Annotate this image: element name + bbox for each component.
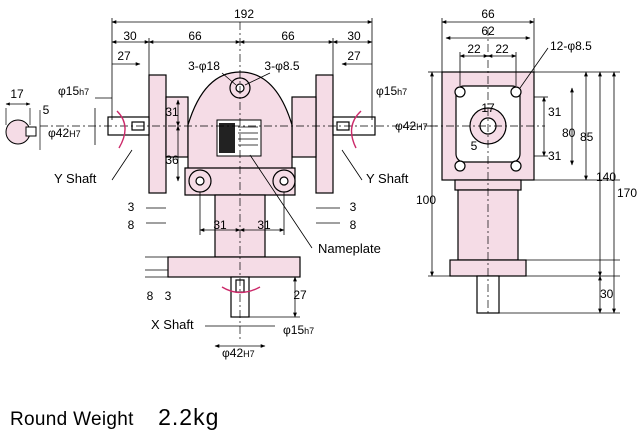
side-dim-22a: 22 <box>467 42 481 56</box>
side-dim-62: 62 <box>481 24 495 38</box>
dim-left-3: 3 <box>128 200 135 214</box>
dim-center-31: 31 <box>165 105 179 119</box>
left-shaft-dia: φ15h7 <box>58 84 89 98</box>
bottom-rotation-arrow <box>221 286 261 294</box>
dim-left-30: 30 <box>123 29 137 43</box>
dim-right-8: 8 <box>350 218 357 232</box>
nameplate-plate <box>216 119 262 157</box>
left-flange <box>148 74 167 194</box>
dim-left-8: 8 <box>128 218 135 232</box>
side-hole-1 <box>454 86 466 98</box>
front-dim-lines <box>94 18 373 348</box>
side-dim-5: 5 <box>471 139 478 153</box>
weight-label: Round Weight <box>10 409 134 430</box>
side-dim-85: 85 <box>580 130 594 144</box>
dim-left-27: 27 <box>117 49 131 63</box>
rotation-arrows <box>116 110 362 294</box>
right-shaft-dia: φ15h7 <box>376 84 407 98</box>
left-bore-dia: φ42H7 <box>48 126 81 140</box>
right-boss <box>291 96 317 158</box>
dim-right-3: 3 <box>350 200 357 214</box>
dim-right-27: 27 <box>347 49 361 63</box>
dim-flange-8: 8 <box>147 289 154 303</box>
side-dim-66: 66 <box>481 7 495 21</box>
side-dim-80: 80 <box>562 126 576 140</box>
front-centerlines <box>40 22 440 340</box>
dim-overall-width: 192 <box>234 7 254 21</box>
dim-lug-31-left: 31 <box>213 218 227 232</box>
dim-lug-31-right: 31 <box>257 218 271 232</box>
right-flange <box>315 74 334 194</box>
x-shaft-label: X Shaft <box>151 317 194 332</box>
side-hole-4 <box>510 160 522 172</box>
bottom-flange <box>167 256 301 278</box>
left-y-shaft-label: Y Shaft <box>54 171 97 186</box>
dim-shaft-5: 5 <box>43 103 50 117</box>
side-dim-30: 30 <box>600 287 614 301</box>
right-bore-dia: φ42H7 <box>395 119 428 133</box>
lug-left-hole <box>195 176 205 186</box>
lug-right-hole <box>279 176 289 186</box>
dim-holes-18: 3-φ18 <box>188 59 220 73</box>
right-rotation-arrow <box>350 110 362 149</box>
side-hole-3 <box>454 160 466 172</box>
dim-center-36: 36 <box>165 153 179 167</box>
front-labels: 192 30 66 66 30 27 27 3-φ18 3-φ8.5 17 5 … <box>10 7 427 360</box>
nameplate-label: Nameplate <box>318 241 381 256</box>
side-hole-2 <box>510 86 522 98</box>
weight-value: 2.2kg <box>158 404 220 430</box>
dim-left-66: 66 <box>188 29 202 43</box>
side-dim-140: 140 <box>596 170 616 184</box>
side-holes-label: 12-φ8.5 <box>550 39 592 53</box>
dim-holes-8-5: 3-φ8.5 <box>264 59 299 73</box>
left-rotation-arrow <box>116 110 126 149</box>
x-shaft-dia: φ15h7 <box>283 323 314 337</box>
dim-flange-3: 3 <box>165 289 172 303</box>
side-dim-100: 100 <box>416 193 436 207</box>
shaft-end-detail <box>5 102 41 150</box>
dim-right-30: 30 <box>347 29 361 43</box>
side-centerlines <box>430 28 545 316</box>
side-dim-170: 170 <box>617 186 637 200</box>
side-dim-17: 17 <box>481 101 495 115</box>
dim-right-66: 66 <box>281 29 295 43</box>
side-dim-31a: 31 <box>548 105 562 119</box>
x-bore-dia: φ42H7 <box>222 346 255 360</box>
dim-shaft-17: 17 <box>10 87 24 101</box>
dim-x-shaft-27: 27 <box>293 288 307 302</box>
side-dim-22b: 22 <box>495 42 509 56</box>
side-dim-lines <box>428 18 620 314</box>
right-y-shaft-label: Y Shaft <box>366 171 409 186</box>
side-labels: 66 62 22 22 12-φ8.5 17 5 31 31 80 85 100… <box>416 7 637 301</box>
front-view <box>107 71 376 318</box>
weight-row: Round Weight 2.2kg <box>10 404 219 431</box>
side-dim-31b: 31 <box>548 149 562 163</box>
